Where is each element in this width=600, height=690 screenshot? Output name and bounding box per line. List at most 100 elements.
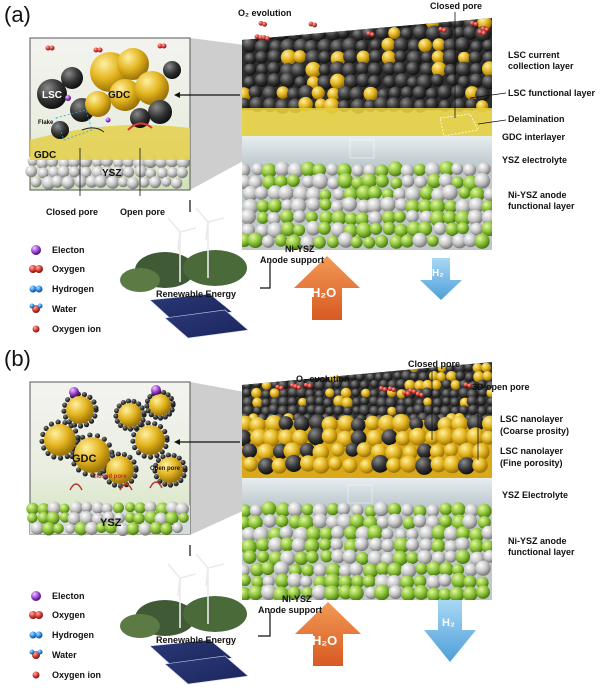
particle xyxy=(464,372,475,383)
particle xyxy=(261,561,275,576)
particle xyxy=(319,210,334,225)
label-3d-open-pore: 3D open pore xyxy=(472,382,530,392)
particle xyxy=(133,465,139,471)
particle xyxy=(88,418,95,424)
particle xyxy=(337,172,354,189)
particle xyxy=(165,501,180,515)
particle xyxy=(116,403,122,409)
inset-a: LSC GDC GDC Flake YSZ xyxy=(25,37,191,196)
particle xyxy=(278,396,290,408)
particle xyxy=(482,371,492,381)
particle xyxy=(242,456,258,472)
particle xyxy=(407,76,420,89)
particle xyxy=(278,416,293,431)
particle xyxy=(455,549,471,564)
particle xyxy=(305,395,317,407)
particle xyxy=(431,539,446,554)
label-o2-evolution: O₂ evolution xyxy=(238,8,292,18)
particle xyxy=(47,501,61,515)
h2-arrow-b: H₂ xyxy=(424,600,476,662)
h2o-arrow: H₂O xyxy=(294,256,360,320)
particle xyxy=(390,177,403,190)
particle xyxy=(287,387,299,399)
particle xyxy=(165,452,171,458)
particle xyxy=(74,521,88,536)
particle xyxy=(53,523,64,534)
particle xyxy=(71,422,78,428)
particle xyxy=(362,563,379,579)
particle xyxy=(381,37,396,52)
particle xyxy=(145,168,157,179)
svg-text:Hydrogen: Hydrogen xyxy=(52,284,94,294)
particle xyxy=(104,520,118,534)
particle xyxy=(275,514,289,528)
particle xyxy=(242,504,252,518)
particle xyxy=(415,562,428,575)
particle xyxy=(323,398,333,408)
particle xyxy=(45,450,51,456)
particle xyxy=(400,234,414,248)
particle xyxy=(265,362,277,373)
particle xyxy=(351,388,361,398)
particle xyxy=(137,422,143,428)
particle xyxy=(91,399,97,405)
particle xyxy=(91,501,105,514)
particle xyxy=(278,185,294,201)
particle xyxy=(474,172,491,189)
particle xyxy=(144,510,159,525)
particle xyxy=(355,40,369,53)
renewable-energy-scene: Renewable Energy xyxy=(120,207,249,339)
particle xyxy=(450,380,461,390)
particle xyxy=(169,407,175,413)
particle xyxy=(382,221,396,235)
particle xyxy=(331,210,347,226)
particle xyxy=(404,379,416,391)
particle xyxy=(361,173,378,189)
particle xyxy=(301,586,314,599)
particle xyxy=(48,421,55,427)
particle xyxy=(350,236,363,249)
particle xyxy=(381,528,394,541)
particle xyxy=(178,512,189,523)
particle xyxy=(144,501,157,514)
particle xyxy=(48,166,60,178)
particle xyxy=(468,404,479,415)
particle xyxy=(80,166,92,179)
particle xyxy=(326,502,340,516)
particle xyxy=(412,85,427,100)
particle xyxy=(407,39,422,53)
particle xyxy=(274,161,290,177)
particle xyxy=(39,438,45,444)
particle xyxy=(321,416,338,433)
particle xyxy=(424,414,442,432)
particle xyxy=(317,221,331,235)
particle xyxy=(276,86,290,99)
label-closed-pore-top-b: Closed pore xyxy=(408,359,460,369)
particle xyxy=(94,175,107,188)
particle xyxy=(400,18,414,28)
particle xyxy=(446,74,459,87)
legend-b: Electon Oxygen Hydrogen Water Oxygen ion xyxy=(29,591,101,680)
particle xyxy=(25,165,38,178)
particle xyxy=(320,550,333,563)
particle xyxy=(423,397,432,407)
particle xyxy=(69,453,75,459)
particle xyxy=(112,166,125,178)
particle xyxy=(293,224,306,237)
particle xyxy=(363,363,375,375)
particle xyxy=(337,85,354,102)
particle xyxy=(395,404,407,416)
particle xyxy=(469,527,484,543)
particle xyxy=(425,97,439,111)
particle xyxy=(342,549,358,564)
particle xyxy=(350,380,360,390)
particle xyxy=(431,525,447,541)
particle xyxy=(381,538,395,553)
particle xyxy=(337,26,350,39)
particle xyxy=(68,166,80,178)
particle xyxy=(432,38,446,51)
label-delamination: Delamination xyxy=(508,114,565,124)
particle xyxy=(443,210,457,225)
particle xyxy=(329,362,340,372)
particle xyxy=(152,421,158,427)
